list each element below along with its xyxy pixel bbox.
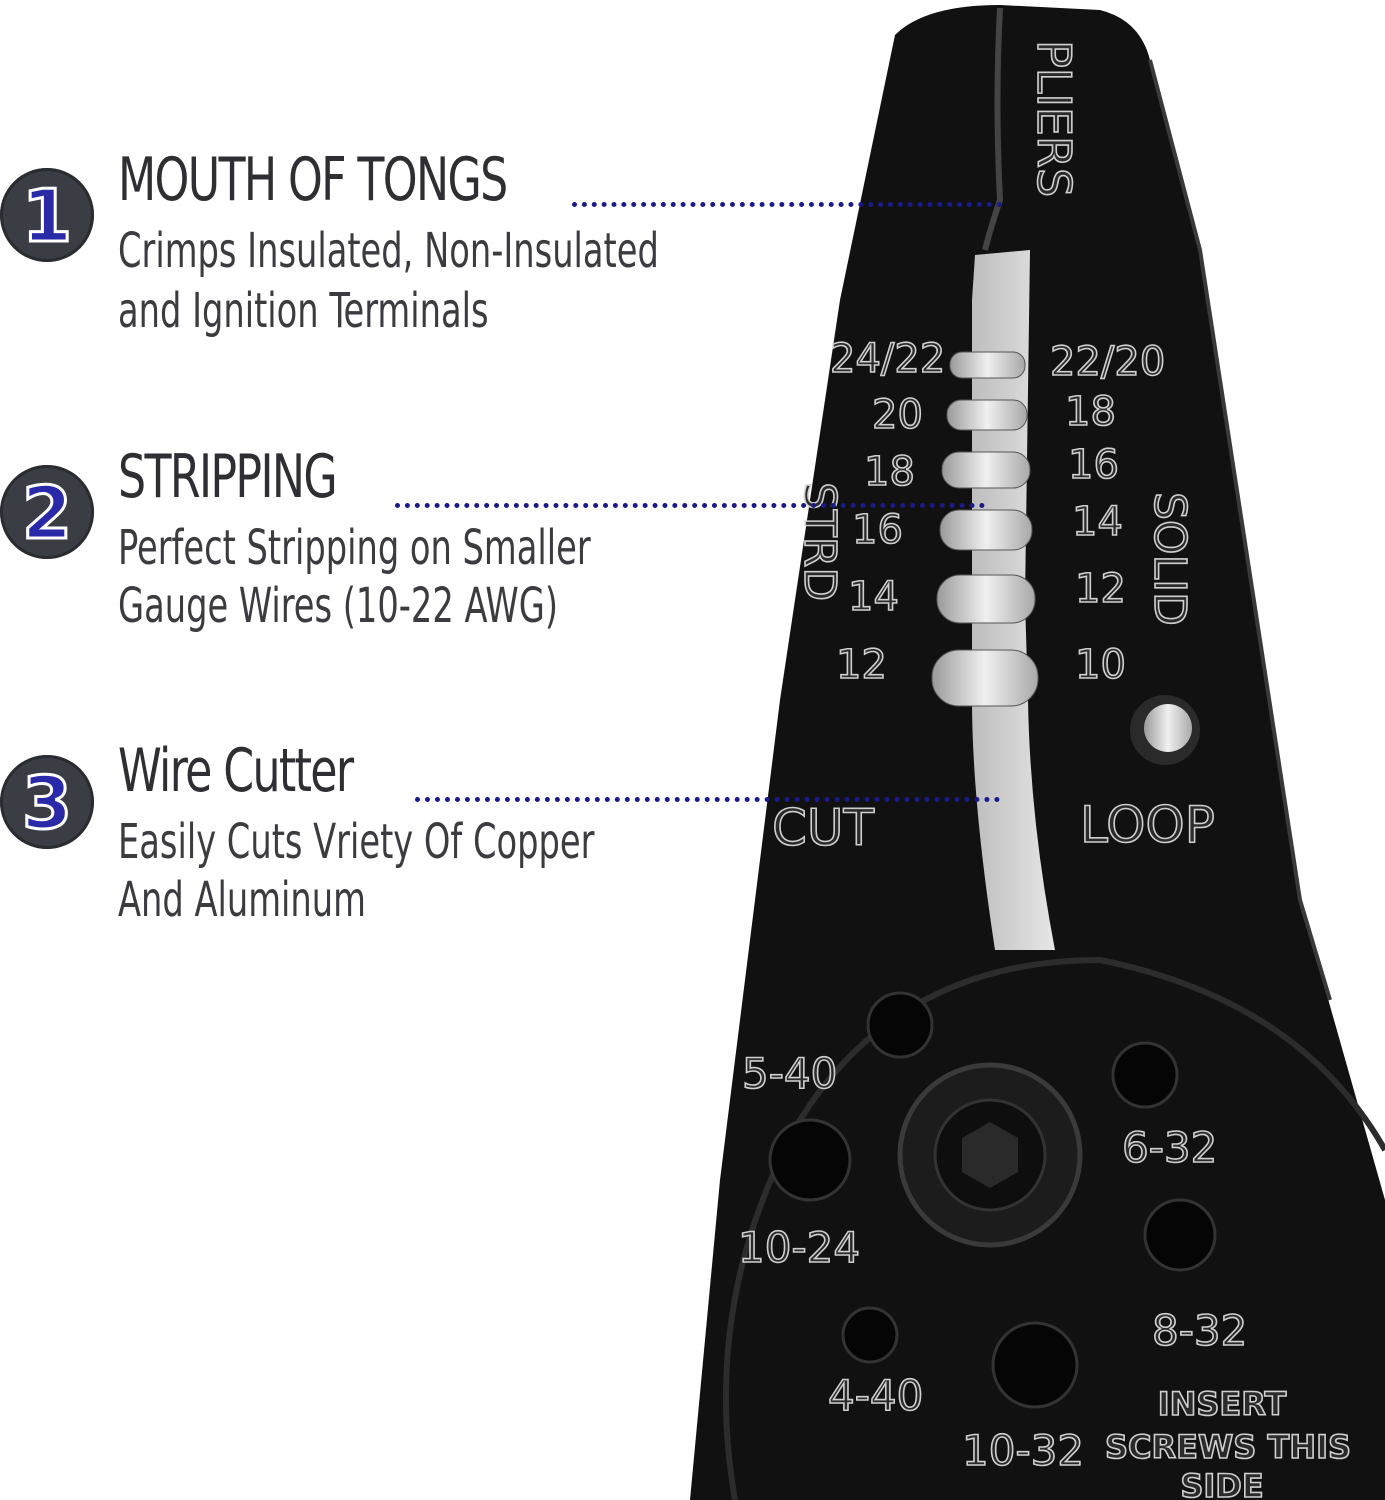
- number-badge-1: 1: [0, 168, 94, 262]
- right-gauge: 12: [1075, 566, 1126, 612]
- feature-description-line: Gauge Wires (10-22 AWG): [118, 578, 558, 634]
- left-gauge: 18: [864, 449, 915, 495]
- left-gauge: 24/22: [830, 336, 945, 382]
- right-gauge: 22/20: [1050, 339, 1165, 385]
- left-gauge: 20: [872, 392, 923, 438]
- screw-size-label: 5-40: [742, 1049, 837, 1098]
- insert-screws-label: SCREWS THIS: [1105, 1428, 1351, 1466]
- right-gauge: 16: [1068, 442, 1119, 488]
- screw-size-label: 10-32: [962, 1426, 1084, 1475]
- leader-line-1: [572, 202, 1002, 207]
- right-gauge: 14: [1072, 499, 1123, 545]
- strd-label: STRD: [794, 482, 845, 601]
- feature-description-line: And Aluminum: [118, 872, 366, 928]
- pliers-label: PLIERS: [1027, 40, 1081, 197]
- insert-screws-label: INSERT: [1158, 1385, 1287, 1423]
- right-gauge: 18: [1065, 389, 1116, 435]
- number-badge-3: 3: [0, 755, 94, 849]
- loop-label: LOOP: [1080, 796, 1215, 854]
- right-gauge: 10: [1075, 642, 1126, 688]
- screw-size-label: 10-24: [738, 1223, 860, 1272]
- feature-description-line: and Ignition Terminals: [118, 283, 489, 339]
- left-gauge: 16: [852, 507, 903, 553]
- feature-title: STRIPPING: [118, 442, 338, 512]
- insert-screws-label: SIDE: [1180, 1467, 1263, 1500]
- feature-title: MOUTH OF TONGS: [118, 145, 508, 215]
- screw-size-label: 8-32: [1152, 1306, 1247, 1355]
- cut-label: CUT: [772, 799, 875, 857]
- number-badge-2: 2: [0, 465, 94, 559]
- feature-description-line: Easily Cuts Vriety Of Copper: [118, 814, 595, 870]
- screw-size-label: 6-32: [1122, 1123, 1217, 1172]
- feature-description-line: Perfect Stripping on Smaller: [118, 520, 591, 576]
- leader-line-3: [415, 797, 1000, 802]
- solid-label: SOLID: [1144, 492, 1195, 626]
- screw-size-label: 4-40: [828, 1371, 923, 1420]
- feature-title: Wire Cutter: [118, 736, 354, 806]
- left-gauge: 14: [848, 574, 899, 620]
- feature-description-line: Crimps Insulated, Non-Insulated: [118, 223, 659, 279]
- leader-line-2: [395, 503, 985, 508]
- left-gauge: 12: [836, 642, 887, 688]
